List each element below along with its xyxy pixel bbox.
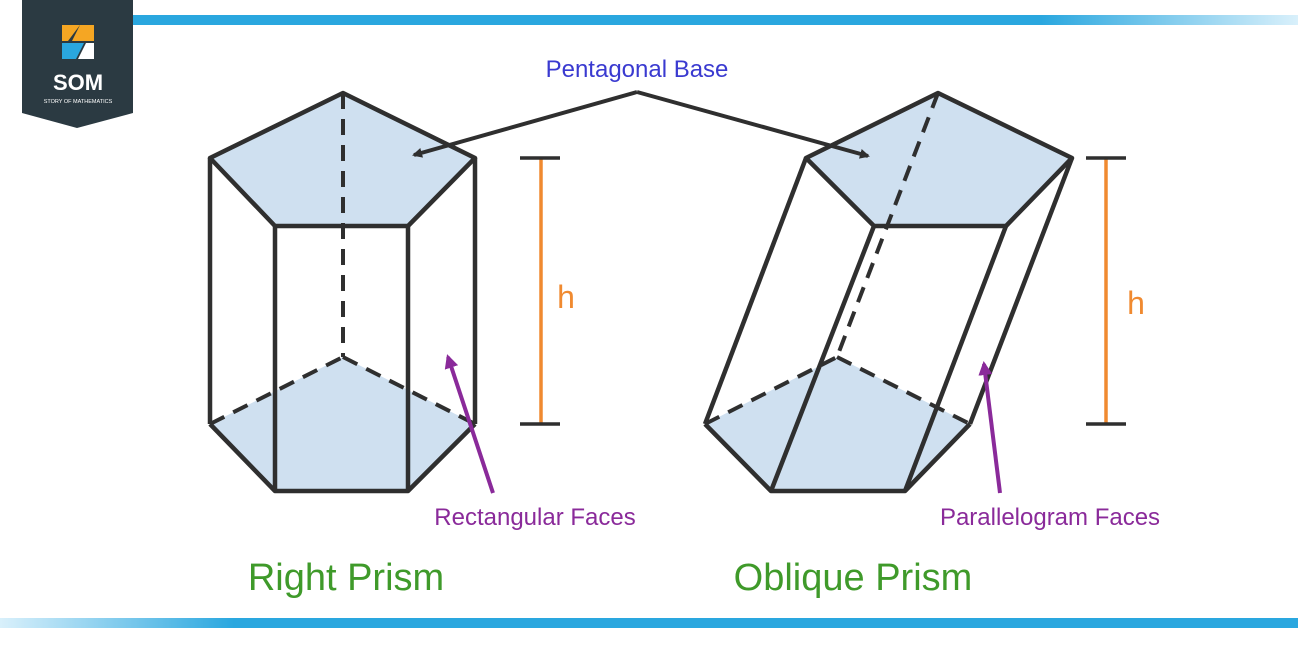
right-prism-bottom-edges: [208, 422, 477, 494]
right-prism-height-label: h: [557, 279, 575, 315]
pentagonal-base-label: Pentagonal Base: [546, 56, 729, 83]
oblique-prism-slanted-edge: [768, 225, 877, 492]
pentagonal-base-arrow-right: [636, 90, 870, 159]
oblique-prism-title: Oblique Prism: [734, 557, 973, 599]
bottom-band: [0, 618, 1298, 628]
oblique-prism-slanted-edge: [702, 157, 809, 425]
top-band: [130, 15, 1298, 25]
pentagonal-base-arrow-left: [412, 90, 638, 158]
som-logo: SOM STORY OF MATHEMATICS: [22, 0, 133, 128]
oblique-prism-slanted-edge: [902, 225, 1009, 492]
oblique-prism-height-label: h: [1127, 285, 1145, 321]
oblique-prism-top-edges: [803, 90, 1075, 229]
right-prism: [207, 90, 478, 494]
rectangular-faces-label: Rectangular Faces: [434, 504, 635, 531]
oblique-prism-bottom-face: [705, 357, 970, 491]
right-prism-top-edges: [207, 90, 478, 229]
right-prism-title: Right Prism: [248, 557, 444, 599]
oblique-prism-height-marker: [1086, 156, 1126, 426]
right-prism-bottom-face: [210, 357, 475, 491]
logo-subtext: STORY OF MATHEMATICS: [44, 99, 113, 105]
oblique-prism-top-face: [806, 93, 1072, 226]
rectangular-faces-arrow: [444, 354, 495, 494]
parallelogram-faces-arrow: [978, 361, 1002, 494]
oblique-prism-bottom-edges: [703, 422, 972, 494]
logo-text: SOM: [53, 70, 103, 95]
oblique-prism: [702, 90, 1075, 494]
right-prism-height-marker: [520, 156, 560, 426]
parallelogram-faces-label: Parallelogram Faces: [940, 504, 1160, 531]
